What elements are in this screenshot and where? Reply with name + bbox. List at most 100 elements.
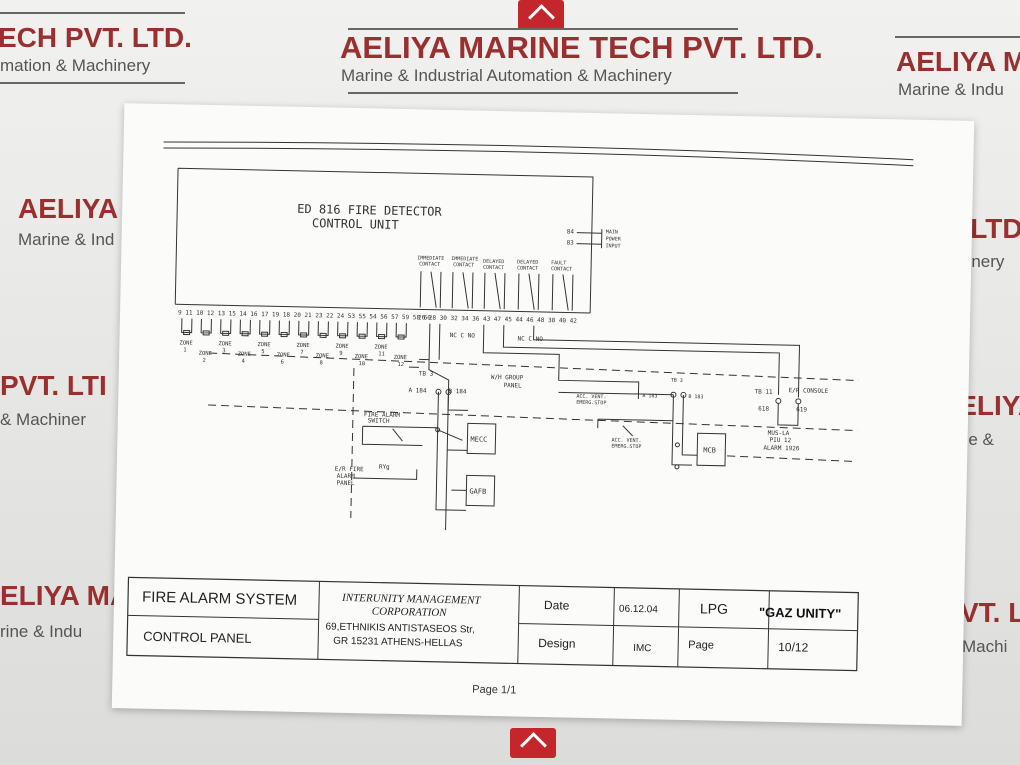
acc-vent-label: EMERG.STOP	[576, 400, 606, 407]
mains-leads	[576, 229, 603, 249]
zone-label: ZONE	[257, 342, 270, 348]
mecc-box	[466, 422, 497, 455]
brand-logo-icon	[510, 728, 556, 758]
zone-label: ZONE	[316, 353, 329, 359]
zone-loop	[395, 322, 407, 338]
zone-loop	[317, 321, 329, 336]
vessel-name: "GAZ UNITY"	[759, 605, 842, 622]
zone-number: 9	[339, 351, 342, 357]
watermark-tagline: Machi	[962, 637, 1008, 656]
contact-terminal-numbers: 26 28 30 32 34 36 43 47 45 44 46 48 38 4…	[418, 314, 577, 324]
group-boundary	[208, 404, 858, 432]
acc-vent-label: EMERG.STOP	[611, 443, 641, 450]
contact-label: CONTACT	[483, 265, 504, 271]
terminal-a183: A 183	[642, 393, 657, 399]
vessel-type: LPG	[700, 600, 728, 617]
watermark-company: ELIYA MA	[0, 580, 131, 611]
contact-label: CONTACT	[517, 265, 538, 271]
mus-la-label: ALARM 1926	[763, 445, 800, 453]
zone-number: 10	[358, 361, 365, 367]
watermark-rule	[348, 28, 738, 30]
zone-detector-icon	[378, 334, 386, 340]
company-address: GR 15231 ATHENS-HELLAS	[333, 636, 463, 650]
contact-nc-c-no: NC C NO	[450, 332, 476, 340]
zone-terminal-numbers: 9 11 10 12 13 15 14 16 17 19 18 20 21 23…	[178, 309, 431, 321]
system-title: FIRE ALARM SYSTEM	[142, 589, 297, 609]
date-value: 06.12.04	[619, 604, 659, 616]
contact-label: CONTACT	[419, 261, 440, 267]
control-unit-subtitle: CONTROL UNIT	[312, 216, 399, 232]
mcb-label: MCB	[703, 446, 716, 454]
zone-number: 2	[202, 358, 205, 364]
mains-label: INPUT	[605, 243, 620, 249]
zone-loop	[220, 319, 232, 334]
title-block-frame	[126, 576, 859, 672]
fire-alarm-switch-label: SWITCH	[368, 417, 390, 424]
contact-label: CONTACT	[551, 266, 572, 272]
watermark-rule	[895, 36, 1020, 38]
schematic-sheet: ED 816 FIRE DETECTOR CONTROL UNIT 84 83 …	[111, 103, 975, 726]
mus-la-label: MUS-LA	[768, 430, 790, 437]
terminal-a184: A 184	[408, 387, 427, 394]
zone-detector-icon	[280, 331, 288, 338]
wiring	[437, 391, 469, 441]
terminal-node	[435, 427, 441, 433]
ryg-label: RYg	[379, 464, 390, 471]
mains-terminal: 83	[567, 239, 575, 246]
watermark-company: AELIYA MARINE TECH PVT. LTD.	[340, 30, 823, 65]
company-name: INTERUNITY MANAGEMENT	[341, 592, 482, 607]
zone-loop	[376, 322, 388, 338]
watermark-tagline: Marine & Ind	[18, 230, 115, 249]
terminal-node	[674, 442, 680, 448]
zone-detector-icon	[202, 330, 210, 336]
contact-label: FAULT	[551, 260, 566, 266]
zone-number: 4	[241, 359, 245, 365]
zone-detector-icon	[222, 330, 230, 336]
watermark-tagline: Marine & Indu	[898, 80, 1004, 99]
contact-label: IMMEDIATE	[417, 255, 444, 262]
control-unit-outline	[174, 167, 594, 313]
zone-detector-icon	[358, 333, 366, 339]
design-label: Design	[538, 636, 576, 651]
zone-loop	[278, 320, 290, 336]
tb11-label: TB 11	[754, 388, 773, 395]
page-footer: Page 1/1	[472, 683, 517, 697]
zone-loop	[337, 321, 349, 337]
wiring	[671, 394, 698, 466]
top-rule	[163, 147, 914, 167]
group-boundary	[727, 455, 858, 463]
er-fire-label: E/R FIRE	[335, 466, 364, 474]
zone-detector-icon	[300, 332, 308, 338]
contact-label: DELAYED	[483, 259, 504, 265]
mus-la-label: PIU 12	[769, 437, 791, 444]
wiring	[558, 391, 674, 437]
wiring	[777, 402, 799, 426]
zone-loop	[298, 320, 310, 336]
watermark-company: ECH PVT. LTD.	[0, 22, 192, 53]
mains-label: POWER	[606, 236, 622, 242]
tb3-left-label: TB 3	[419, 370, 434, 377]
er-fire-label: PANEL	[336, 480, 355, 487]
zone-loop	[259, 320, 271, 335]
top-rule	[163, 141, 914, 161]
zone-number: 8	[319, 360, 322, 366]
design-value: IMC	[633, 643, 652, 654]
terminal-618: 618	[758, 406, 769, 413]
wiring	[428, 323, 801, 530]
zone-detector-icon	[397, 334, 405, 340]
acc-vent-label: ACC. VENT.	[611, 437, 641, 444]
page-value: 10/12	[778, 640, 809, 655]
terminal-strip	[175, 303, 591, 314]
zone-number: 5	[261, 349, 264, 355]
zone-label: ZONE	[335, 344, 348, 350]
zone-loop	[356, 322, 368, 337]
mains-terminal: 84	[567, 228, 575, 235]
watermark-company: VT. LT	[960, 597, 1020, 628]
zone-number: 6	[280, 359, 283, 365]
wh-group-label: W/H GROUP	[491, 374, 524, 382]
zone-detector-icon	[339, 333, 347, 339]
contact-label: IMMEDIATE	[451, 256, 478, 263]
zone-detector-icon	[261, 331, 269, 337]
watermark-rule	[0, 12, 185, 14]
contact-nc-c-no: NC C NO	[518, 335, 544, 343]
